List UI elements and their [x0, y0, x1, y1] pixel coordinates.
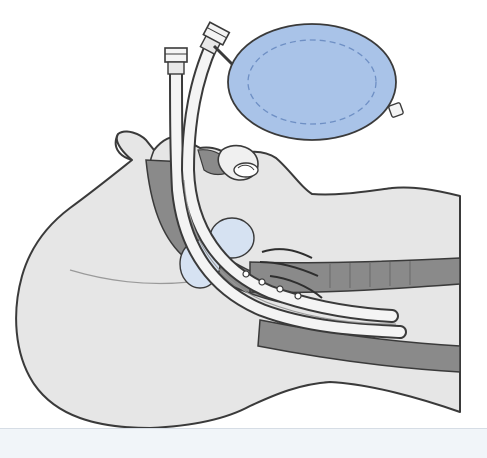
inflation-bulb-icon [214, 24, 404, 140]
bottom-strip [0, 428, 487, 458]
tube-connector-icon [165, 48, 187, 74]
